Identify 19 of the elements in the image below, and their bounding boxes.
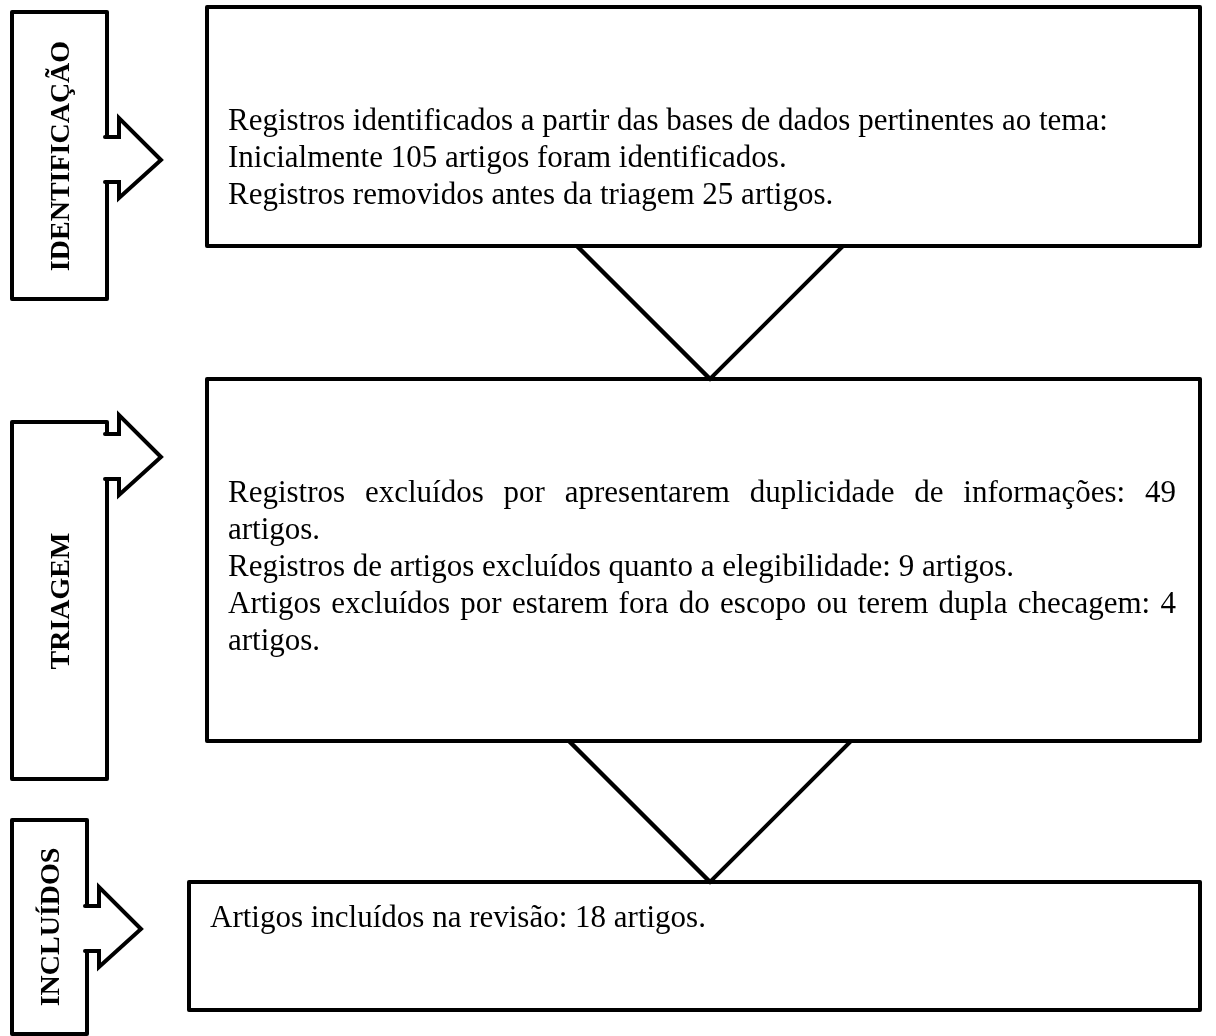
box-text: Artigos incluídos na revisão: 18 artigos. <box>210 898 707 935</box>
box-text: Artigos excluídos por estarem fora do escopo ou terem dupla checagem: 4 artigos. <box>228 584 1176 658</box>
box-text: Registros de artigos excluídos quanto a elegibilidade: 9 artigos. <box>228 547 1016 584</box>
process-box <box>187 880 1202 1012</box>
box-text: Registros identificados a partir das bases de dados pertinentes ao tema: <box>228 101 1109 138</box>
box-text: Inicialmente 105 artigos foram identificados. <box>228 138 788 175</box>
block-arrow <box>83 882 144 972</box>
stage-label-box <box>10 10 109 301</box>
box-text: Registros excluídos por apresentarem duplicidade de informações: 49 artigos. <box>228 473 1176 547</box>
stage-label: TRIAGEM <box>43 532 76 669</box>
stage-label-box <box>10 420 109 781</box>
block-arrow <box>103 113 164 203</box>
stage-label-box <box>10 818 89 1036</box>
stage-label: IDENTIFICAÇÃO <box>43 40 76 271</box>
stage-label: INCLUÍDOS <box>33 847 66 1007</box>
process-box <box>205 5 1202 248</box>
block-arrow <box>103 410 164 500</box>
process-box <box>205 377 1202 743</box>
box-text: Registros removidos antes da triagem 25 artigos. <box>228 175 835 212</box>
